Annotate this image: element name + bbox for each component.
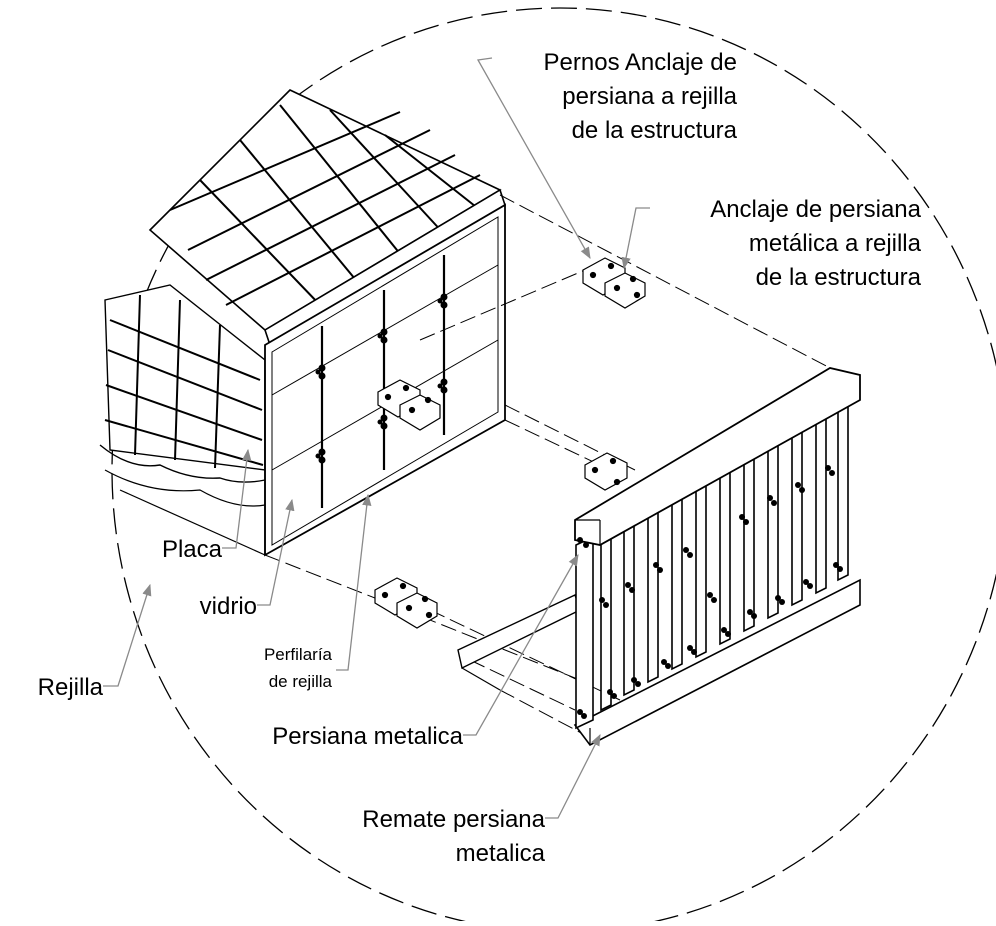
label-pernos-1: Pernos Anclaje de [544, 49, 737, 76]
frame-bracket [377, 379, 441, 431]
leader-lines [103, 57, 650, 819]
leader-pernos [476, 57, 591, 260]
rejilla-grid [99, 89, 506, 556]
leader-vidrio [257, 498, 295, 606]
leader-persiana [463, 553, 579, 736]
leader-perfilaria [336, 493, 372, 671]
label-placa: Placa [162, 536, 223, 563]
label-remate-2: metalica [456, 840, 546, 867]
anchor-brackets [374, 257, 646, 629]
detail-circle [111, 7, 996, 926]
label-pernos-3: de la estructura [572, 117, 738, 144]
leader-placa [222, 448, 252, 549]
label-pernos-2: persiana a rejilla [562, 83, 737, 110]
labels: Pernos Anclaje de persiana a rejilla de … [38, 49, 922, 867]
label-persiana-metalica: Persiana metalica [272, 723, 463, 750]
leader-rejilla [103, 583, 152, 687]
label-anclaje-2: metálica a rejilla [749, 230, 922, 257]
label-anclaje-1: Anclaje de persiana [710, 196, 921, 223]
label-perfilaria-2: de rejilla [269, 672, 333, 691]
leader-remate [545, 733, 601, 819]
label-anclaje-3: de la estructura [756, 264, 922, 291]
label-vidrio: vidrio [200, 593, 257, 620]
fastener-clips [315, 293, 448, 464]
label-perfilaria-1: Perfilaría [264, 645, 333, 664]
label-remate-1: Remate persiana [362, 806, 545, 833]
label-rejilla: Rejilla [38, 674, 104, 701]
leader-anclaje [621, 207, 650, 270]
persiana-metalica [457, 367, 861, 747]
